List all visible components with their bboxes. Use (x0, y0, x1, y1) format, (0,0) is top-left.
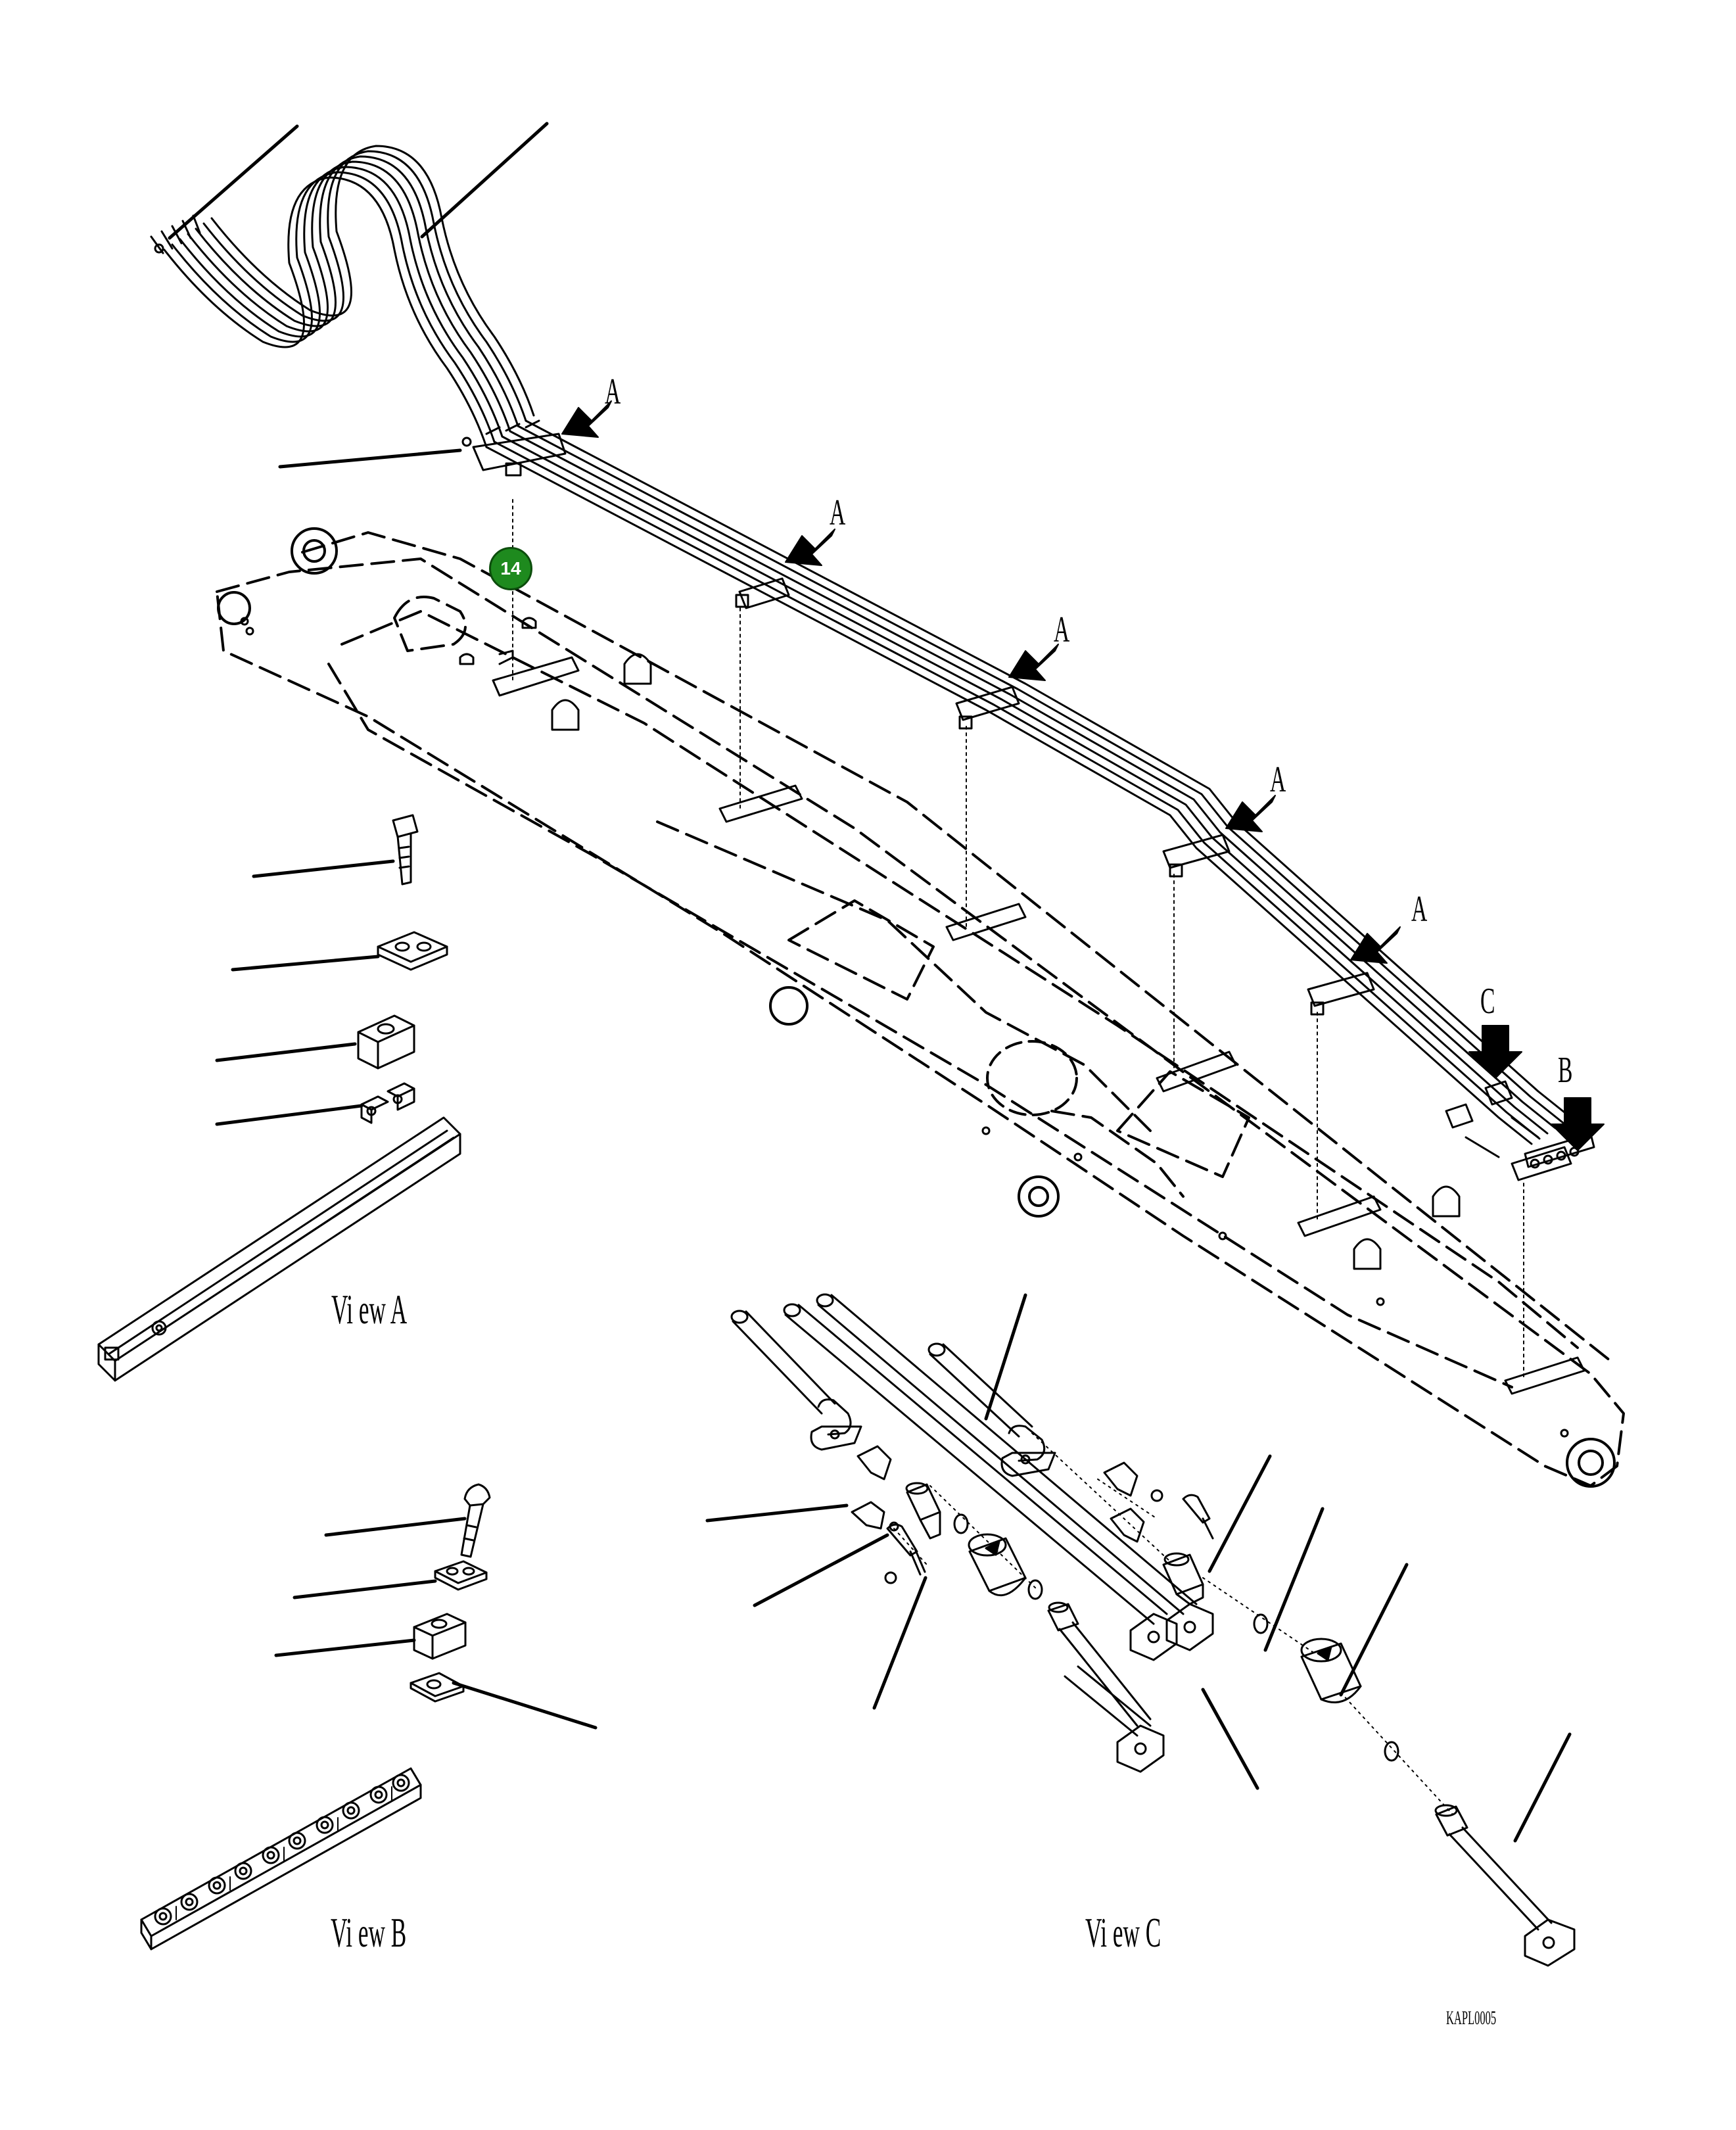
tube-1 (730, 1310, 862, 1451)
tube-5 (1064, 1665, 1165, 1773)
hose-clamps (472, 419, 1572, 1181)
arrow-c (1468, 1025, 1522, 1079)
tube-4 (927, 1342, 1056, 1477)
boom-bracket-rails (459, 617, 1585, 1395)
explosion-axes (893, 1432, 1453, 1815)
leader-lines (168, 122, 1572, 1843)
clamp-block-b (413, 1613, 467, 1660)
fitting-adapter-left (905, 1482, 969, 1540)
view-arrows (561, 400, 1605, 1151)
arrow-label-b: B (1558, 1050, 1573, 1091)
view-a-label: Vi ew A (331, 1286, 408, 1333)
view-c-label: Vi ew C (1085, 1909, 1161, 1956)
tip-fittings (1445, 1080, 1595, 1169)
clamp-block-a (357, 1014, 415, 1070)
drawing-code: KAPL0005 (1446, 2007, 1497, 2029)
clamp-2 (735, 577, 790, 609)
small-bolts-c (884, 1489, 1214, 1584)
clamp-halves-c (851, 1445, 1145, 1543)
view-b-label: Vi ew B (331, 1909, 407, 1956)
rail-a (97, 1116, 461, 1382)
part-callout-14[interactable]: 14 (489, 547, 532, 590)
boom-brackets (240, 617, 1569, 1438)
bolt-b (460, 1483, 491, 1558)
arrow-a1 (561, 400, 612, 438)
base-plate-b (410, 1672, 465, 1703)
arrow-label-a4: A (1270, 759, 1286, 800)
clamp-halves-a (360, 1082, 415, 1124)
tube-fitting-bottom-right (1434, 1804, 1576, 1967)
arrow-a3 (1008, 644, 1059, 681)
boom-pin-bosses (217, 527, 1616, 1488)
tube-fitting-bottom-left (1047, 1601, 1152, 1727)
fitting-adapter-right (1162, 1552, 1269, 1634)
clamp-1 (472, 419, 567, 477)
cover-plate-a (377, 931, 448, 971)
clamp-bar-b (140, 1767, 422, 1951)
arrow-a5 (1350, 926, 1401, 964)
bolt-a (392, 814, 419, 886)
arrow-label-a3: A (1054, 609, 1070, 650)
coupling-left (968, 1533, 1043, 1600)
arrow-label-a1: A (605, 371, 621, 412)
view-a-parts (97, 814, 461, 1382)
view-b-parts (140, 1483, 491, 1951)
view-c-parts (730, 1293, 1576, 1967)
clamp-6 (1511, 1146, 1572, 1181)
tube-3 (816, 1293, 1214, 1651)
arrow-label-a5: A (1411, 889, 1428, 930)
arrow-label-a2: A (830, 492, 846, 533)
arrow-label-c: C (1480, 981, 1495, 1022)
clamp-5 (1307, 972, 1375, 1016)
tube-2 (783, 1303, 1178, 1661)
coupling-right (1300, 1638, 1399, 1762)
clamp-4 (1162, 834, 1231, 878)
cover-plate-b (434, 1560, 488, 1591)
arrow-a4 (1225, 795, 1276, 832)
arrow-a2 (785, 529, 835, 566)
